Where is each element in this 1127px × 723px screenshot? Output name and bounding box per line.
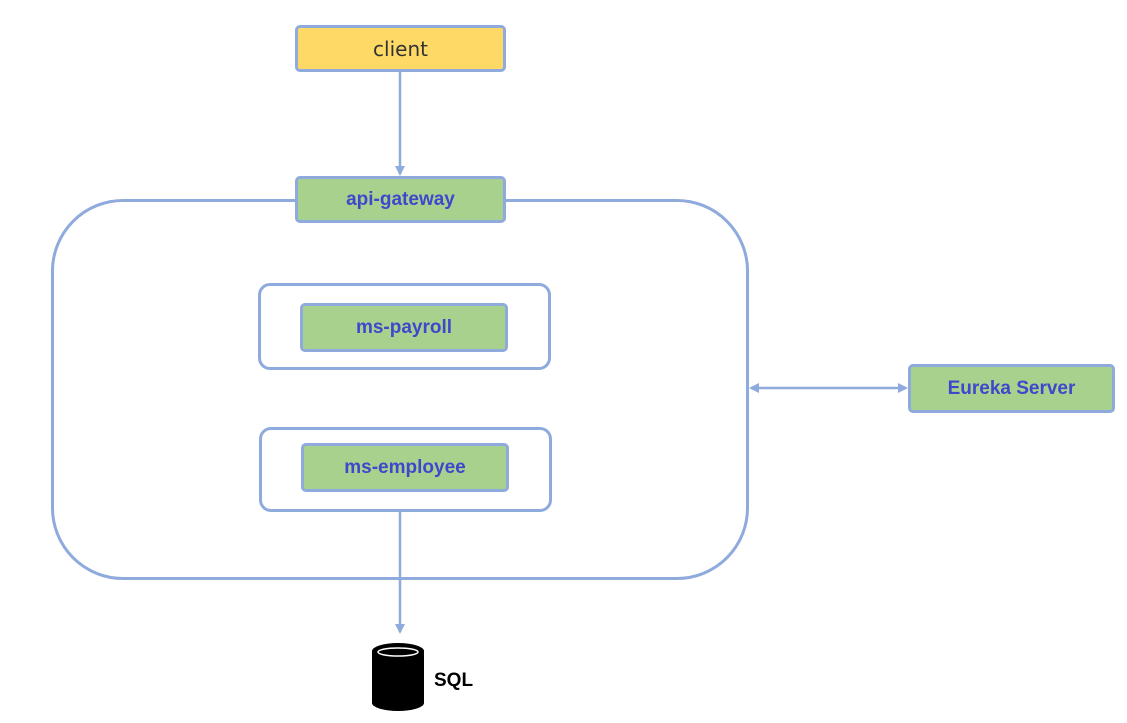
api-gateway-node: api-gateway [295, 176, 506, 223]
client-node: client [295, 25, 506, 72]
database-icon [372, 643, 424, 711]
service-cluster-boundary [51, 199, 749, 580]
eureka-server-label: Eureka Server [947, 377, 1076, 399]
ms-payroll-node: ms-payroll [300, 303, 508, 352]
ms-employee-node: ms-employee [301, 443, 509, 492]
database-label: SQL [434, 670, 474, 691]
ms-employee-label: ms-employee [344, 456, 466, 478]
ms-payroll-label: ms-payroll [355, 316, 453, 338]
eureka-server-node: Eureka Server [908, 364, 1115, 413]
api-gateway-label: api-gateway [346, 188, 455, 210]
client-label: client [373, 36, 428, 61]
